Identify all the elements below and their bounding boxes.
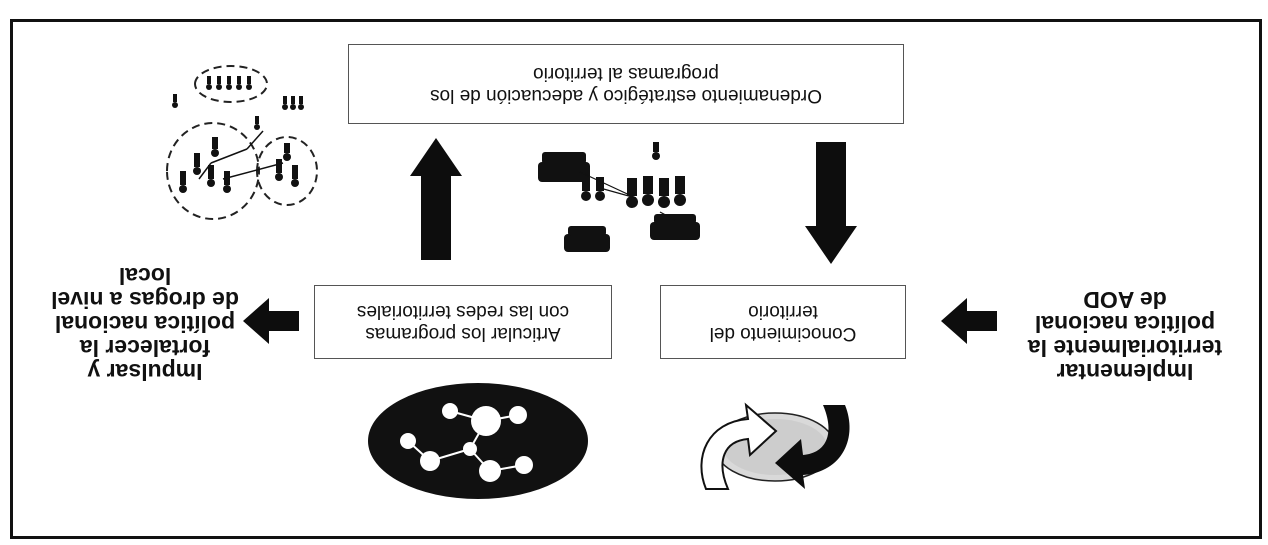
left-label-line: Implementar — [1056, 359, 1194, 385]
people-transport-icon — [538, 142, 700, 252]
community-groups-icon — [166, 65, 318, 220]
box-articular-line: con las redes territoriales — [356, 301, 570, 322]
right-label-line: fortalecer la — [79, 335, 211, 361]
up-arrow-icon — [805, 142, 857, 264]
right-label-line: de drogas a nivel — [51, 287, 239, 313]
right-label-line: local — [118, 263, 172, 289]
right-label-line: Impulsar y — [87, 359, 203, 385]
left-label-line: de AOD — [1083, 287, 1167, 313]
box-ordenamiento: Ordenamiento estratégico y adecuación de… — [348, 44, 904, 124]
down-arrow-icon — [410, 138, 462, 260]
left-label: Implementar territorialmente la política… — [1010, 287, 1240, 385]
box-conocimiento: Conocimiento del territorio — [660, 285, 906, 359]
right-label-line: política nacional — [54, 311, 236, 337]
box-articular: Articular los programas con las redes te… — [314, 285, 612, 359]
cycle-arrows-icon — [700, 402, 850, 490]
box-conocimiento-line: Conocimiento del — [709, 323, 857, 344]
right-label: Impulsar y fortalecer la política nacion… — [30, 263, 260, 385]
box-ordenamiento-line: programas al territorio — [533, 63, 719, 84]
network-oval-icon — [368, 383, 588, 499]
box-articular-line: Articular los programas — [365, 323, 561, 344]
right-arrow-icon — [243, 298, 299, 344]
left-label-line: territorialmente la — [1027, 335, 1223, 361]
box-ordenamiento-line: Ordenamiento estratégico y adecuación de… — [430, 85, 822, 106]
box-conocimiento-line: territorio — [748, 301, 818, 322]
right-arrow-icon — [941, 298, 997, 344]
left-label-line: política nacional — [1034, 311, 1216, 337]
